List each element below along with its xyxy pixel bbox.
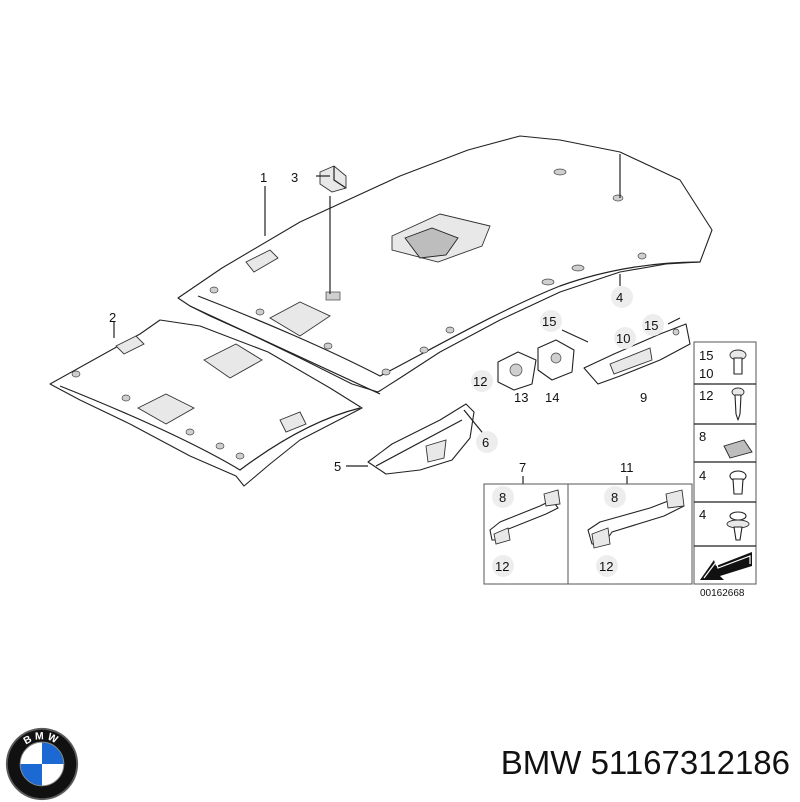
callout-bubbles bbox=[471, 286, 664, 577]
legend-label-4a: 4 bbox=[699, 468, 706, 483]
callout-2: 2 bbox=[109, 310, 116, 325]
callout-4: 4 bbox=[616, 290, 623, 305]
bracket-part-14 bbox=[537, 339, 575, 381]
handle7-callout-8: 8 bbox=[499, 490, 506, 505]
callout-6: 6 bbox=[482, 435, 489, 450]
clip-part-3 bbox=[319, 165, 347, 193]
callout-11: 11 bbox=[620, 460, 634, 475]
callout-15a: 15 bbox=[542, 314, 556, 329]
headliner-part-1 bbox=[177, 135, 713, 395]
part-title: BMW 51167312186 bbox=[410, 738, 790, 788]
callout-13: 13 bbox=[514, 390, 528, 405]
brand-name: BMW bbox=[500, 744, 582, 781]
callout-10: 10 bbox=[616, 331, 630, 346]
callout-3: 3 bbox=[291, 170, 298, 185]
handle-box-7: 7 8 12 bbox=[483, 460, 569, 585]
callout-9: 9 bbox=[640, 390, 647, 405]
bracket-part-13 bbox=[497, 351, 537, 391]
diagram-document-number: 00162668 bbox=[700, 588, 745, 599]
part-number: 51167312186 bbox=[590, 744, 790, 781]
bmw-logo: BMW bbox=[5, 727, 79, 801]
plastic-clip-icon bbox=[726, 511, 750, 541]
callouts: 1 3 2 4 5 6 12 13 14 15 10 15 9 bbox=[109, 170, 658, 474]
callout-14: 14 bbox=[545, 390, 559, 405]
legend-label-12: 12 bbox=[699, 388, 713, 403]
leader-lines bbox=[113, 154, 681, 467]
legend-label-15: 15 bbox=[699, 348, 713, 363]
handle11-callout-8: 8 bbox=[611, 490, 618, 505]
bracket-part-5 bbox=[367, 403, 475, 475]
svg-text:BMW: BMW bbox=[22, 731, 62, 747]
callout-5: 5 bbox=[334, 459, 341, 474]
callout-12: 12 bbox=[473, 374, 487, 389]
legend-label-4b: 4 bbox=[699, 507, 706, 522]
callout-15b: 15 bbox=[644, 318, 658, 333]
direction-arrow-icon bbox=[700, 552, 752, 580]
handle11-callout-12: 12 bbox=[599, 559, 613, 574]
cover-cap-icon bbox=[723, 439, 753, 459]
torx-screw-icon bbox=[729, 349, 747, 375]
handle7-callout-12: 12 bbox=[495, 559, 509, 574]
callout-7: 7 bbox=[519, 460, 526, 475]
callout-1: 1 bbox=[260, 170, 267, 185]
handle-box-11: 11 8 12 bbox=[567, 460, 693, 585]
legend-label-10: 10 bbox=[699, 366, 713, 381]
fastener-legend: 15 10 12 8 4 4 00162668 bbox=[693, 341, 757, 599]
legend-label-8: 8 bbox=[699, 429, 706, 444]
self-tapping-screw-icon bbox=[731, 387, 745, 421]
expanding-rivet-icon bbox=[729, 470, 747, 495]
headliner-part-2 bbox=[49, 319, 363, 487]
bracket-part-9 bbox=[583, 323, 691, 385]
